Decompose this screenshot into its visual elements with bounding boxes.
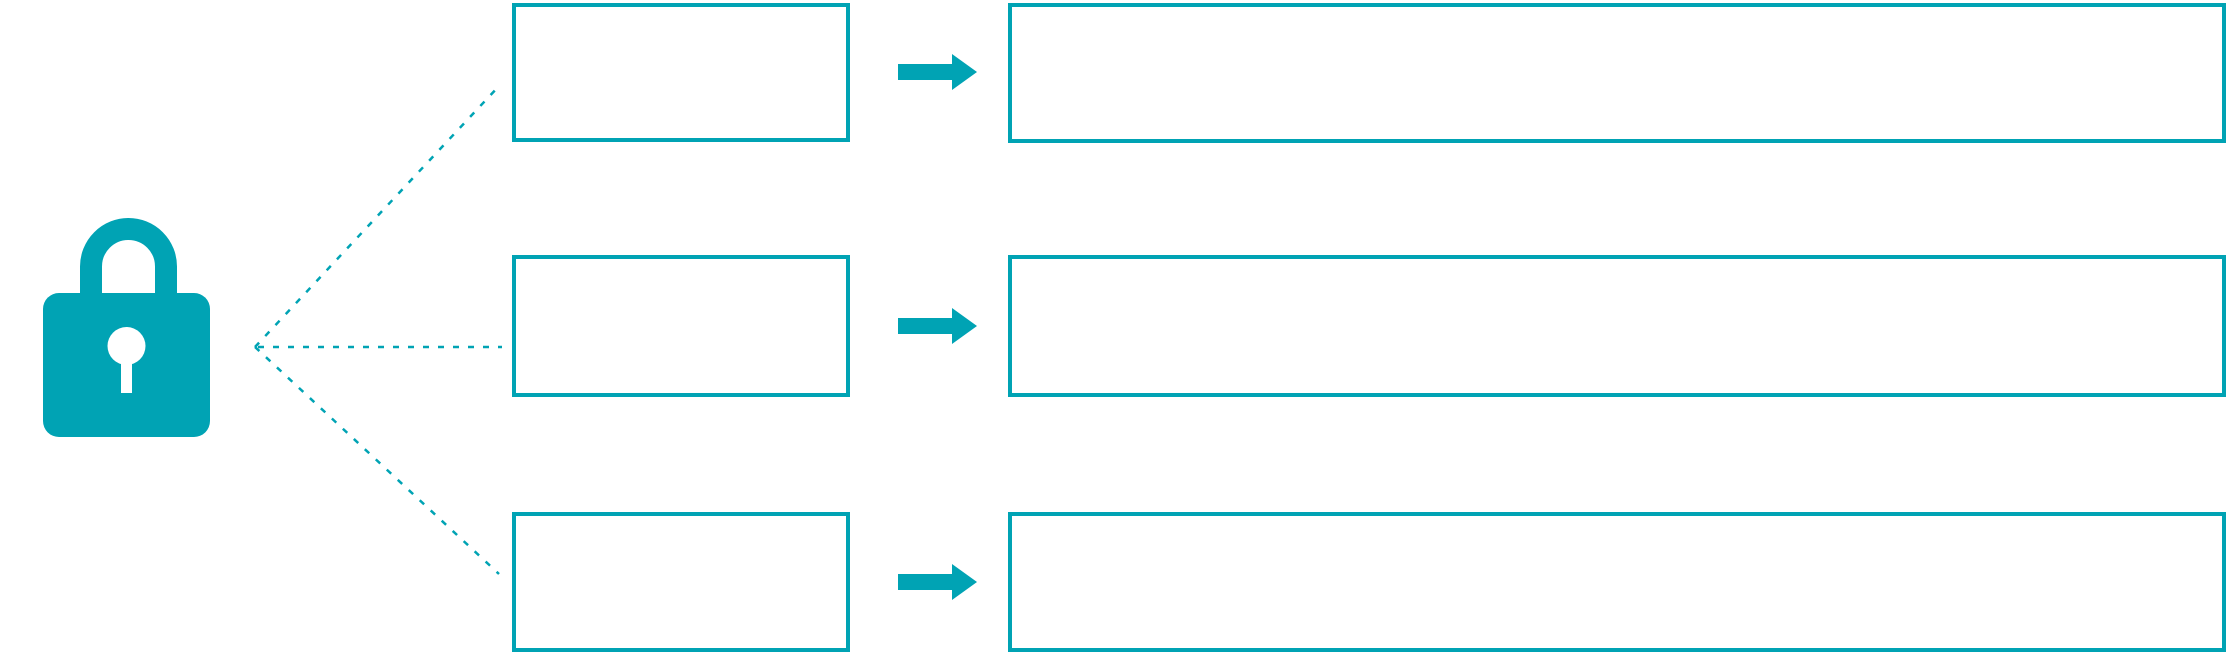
- arrow-right-icon: [898, 54, 977, 90]
- topic-box-2: [512, 255, 850, 397]
- diagram-row-3: [512, 512, 2226, 652]
- lock-shackle: [80, 218, 177, 300]
- connector-line-top: [254, 85, 500, 348]
- connector-lines: [254, 85, 502, 575]
- detail-box-3: [1008, 512, 2226, 652]
- detail-box-2: [1008, 255, 2226, 397]
- arrow-right-icon: [898, 308, 977, 344]
- lock-keyhole-stem: [121, 350, 132, 393]
- detail-box-1: [1008, 3, 2226, 143]
- topic-box-1: [512, 3, 850, 142]
- diagram-row-1: [512, 3, 2226, 143]
- arrow-right-icon: [898, 564, 977, 600]
- lock-icon: [43, 218, 210, 437]
- lock-keyhole-circle: [107, 327, 146, 365]
- topic-box-3: [512, 512, 850, 652]
- diagram-row-2: [512, 255, 2226, 397]
- connector-line-bottom: [254, 346, 500, 575]
